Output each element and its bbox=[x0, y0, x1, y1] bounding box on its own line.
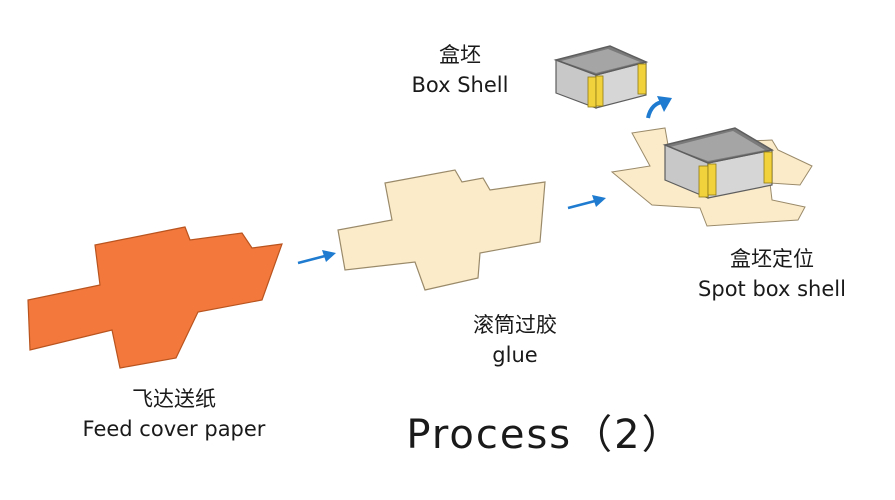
step-label-feed: 飞达送纸 Feed cover paper bbox=[48, 384, 300, 444]
box-shell-shape bbox=[553, 45, 649, 109]
step-label-zh: 盒坯定位 bbox=[730, 247, 814, 271]
arrow-right-icon bbox=[297, 250, 336, 265]
curved-arrow-icon bbox=[646, 96, 672, 119]
box-shell-label-zh: 盒坯 bbox=[439, 43, 481, 67]
box-shell-label-en: Box Shell bbox=[411, 73, 509, 97]
step-label-spot: 盒坯定位 Spot box shell bbox=[672, 244, 872, 304]
glue-paper-shape bbox=[337, 169, 546, 291]
feed-cover-paper-shape bbox=[27, 226, 283, 369]
step-label-en: glue bbox=[492, 343, 538, 367]
spot-box-shell-shape bbox=[610, 127, 813, 227]
step-label-en: Feed cover paper bbox=[82, 417, 266, 441]
step-label-en: Spot box shell bbox=[698, 277, 846, 301]
arrow-right-icon bbox=[567, 195, 606, 210]
step-label-zh: 飞达送纸 bbox=[132, 387, 216, 411]
step-label-zh: 滚筒过胶 bbox=[473, 313, 557, 337]
box-shell-label: 盒坯 Box Shell bbox=[395, 40, 525, 100]
step-label-glue: 滚筒过胶 glue bbox=[440, 310, 590, 370]
page-title: Process（2） bbox=[406, 412, 684, 458]
